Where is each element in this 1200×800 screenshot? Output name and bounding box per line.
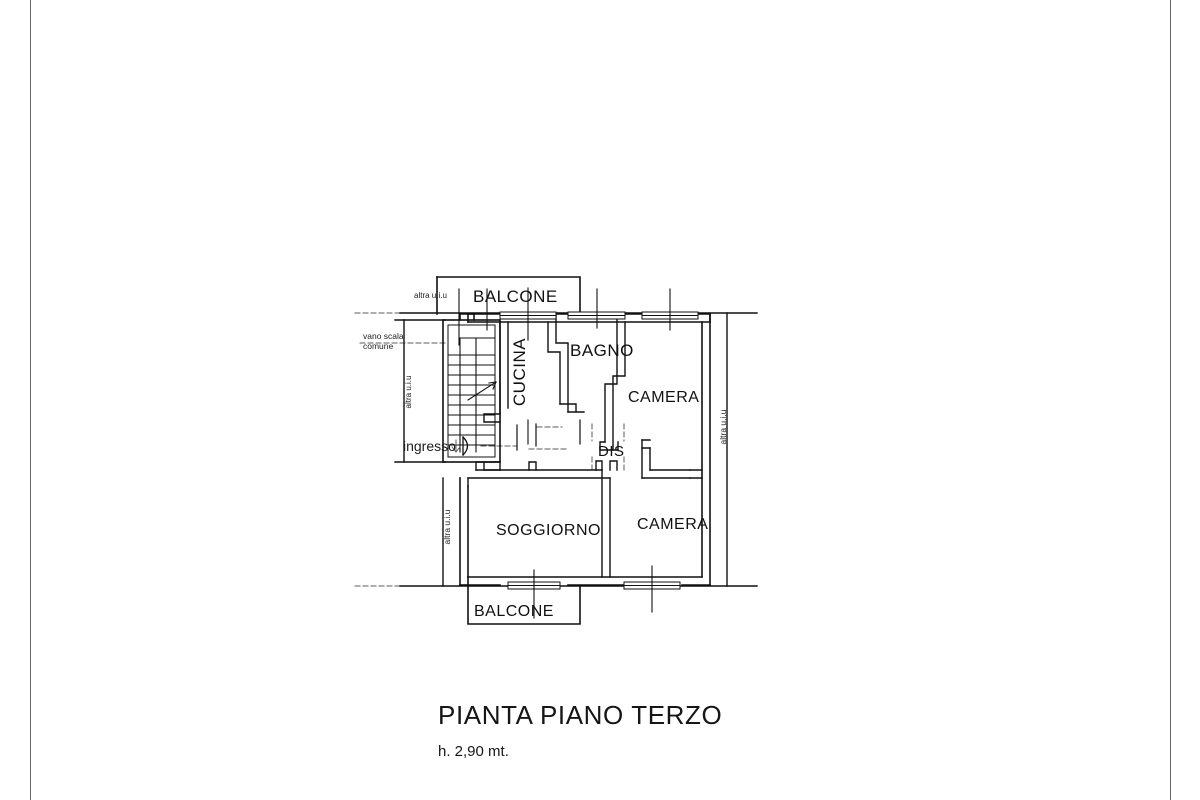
scan-edge-left [30, 0, 31, 800]
room-label-bagno: BAGNO [570, 341, 634, 360]
room-label-dis: DIS [598, 443, 625, 460]
annotation-vano-scala-line1: vano scala [363, 331, 404, 341]
stair-down-arrow [451, 439, 461, 453]
structural-walls [459, 313, 711, 586]
room-label-balcone-top: BALCONE [473, 287, 558, 306]
annotation-vano-scala-line2: comune [363, 341, 394, 351]
room-label-balcone-bottom: BALCONE [474, 603, 554, 620]
annotation-altra-uiu-right: altra u.i.u [718, 409, 728, 444]
room-label-cucina: CUCINA [510, 338, 529, 406]
window-group-top [499, 311, 699, 320]
room-label-camera-top: CAMERA [628, 389, 699, 406]
internal-partitions [467, 313, 703, 578]
annotation-altra-uiu-top: altra u.i.u [414, 291, 447, 300]
door-jambs [516, 419, 581, 451]
entrance-door-swing [462, 436, 469, 456]
annotation-altra-uiu-left-upper: altra u.i.u [404, 376, 413, 409]
balcony-top-outline [436, 276, 581, 315]
balcony-bottom-outline [467, 585, 581, 625]
room-label-soggiorno: SOGGIORNO [496, 522, 601, 539]
room-label-layer: BALCONE CUCINA BAGNO CAMERA DIS SOGGIORN… [473, 287, 708, 620]
annotation-label-layer: altra u.i.u vano scala comune altra u.i.… [363, 291, 728, 544]
annotation-ingresso: ingresso [403, 438, 456, 454]
stair-treads [447, 354, 496, 446]
scan-edge-right [1170, 0, 1171, 800]
room-label-camera-bottom: CAMERA [637, 516, 708, 533]
stair-direction-arrow [467, 381, 497, 401]
annotation-altra-uiu-left-lower: altra u.i.u [442, 509, 452, 544]
window-axis-lines [458, 287, 671, 619]
